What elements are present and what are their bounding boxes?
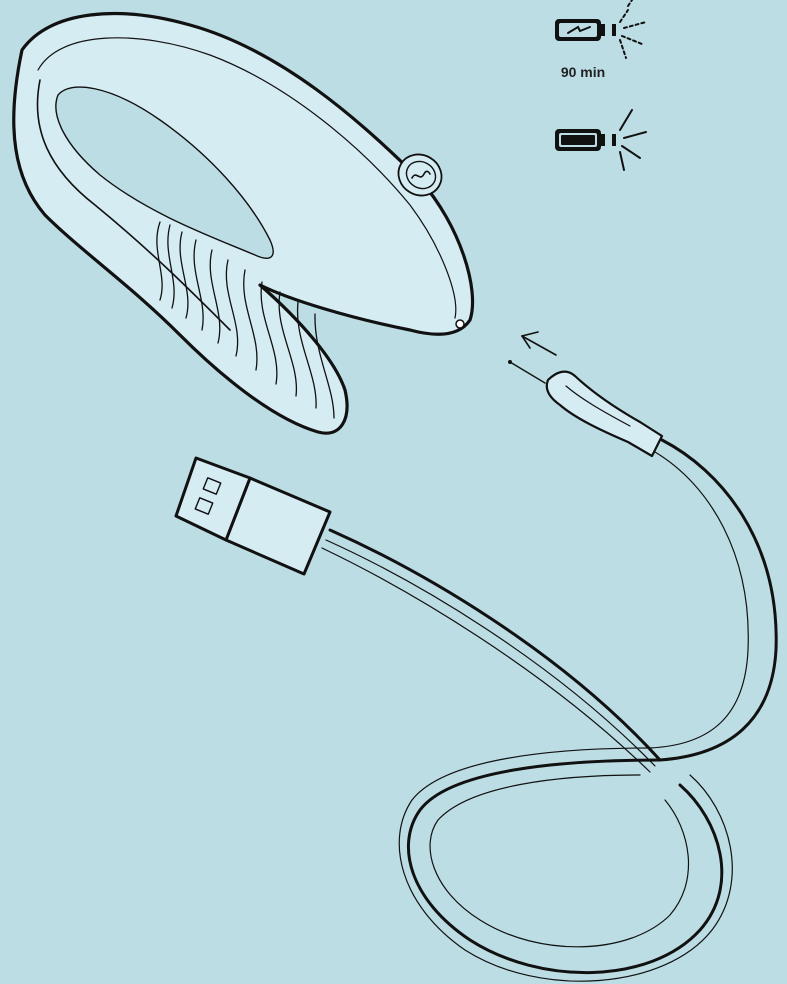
cable-segment-right [660, 440, 776, 760]
light-blinking-icon [612, 0, 646, 58]
cable-segment-left [330, 530, 660, 760]
battery-full-icon [555, 129, 605, 151]
battery-charging-icon [555, 19, 605, 41]
device-illustration [14, 14, 473, 434]
usb-plug [176, 458, 330, 574]
insert-arrow-icon [522, 332, 556, 355]
pin-connector [508, 360, 662, 456]
usb-charging-cable [176, 360, 776, 981]
device-charging-port [456, 320, 464, 328]
charge-duration-label: 90 min [548, 64, 618, 80]
cable-loop [408, 760, 721, 973]
light-steady-icon [612, 110, 646, 170]
